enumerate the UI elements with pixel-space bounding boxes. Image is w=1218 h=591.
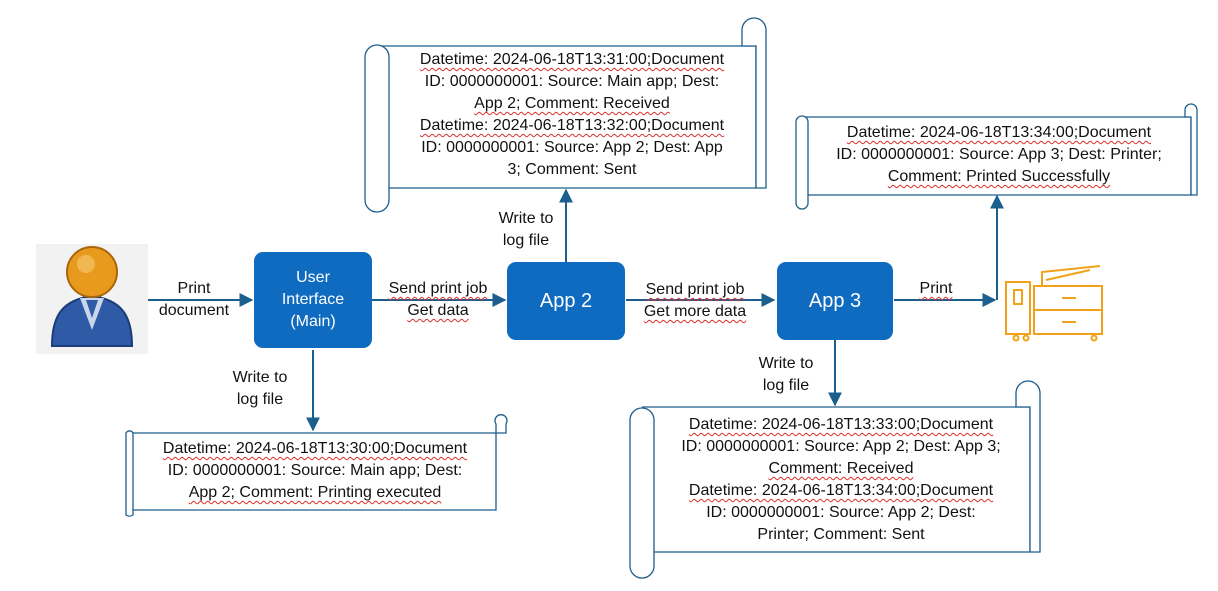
user-icon [36, 244, 148, 354]
node-main-line-3: (Main) [290, 313, 336, 330]
log-printer-line-3: Comment: Printed Successfully [887, 168, 1111, 185]
log-app2-line-3: App 2; Comment: Received [474, 95, 670, 112]
log-printer-line-2: ID: 0000000001: Source: App 3; Dest: Pri… [836, 146, 1162, 163]
edge-label-write-log-main-line-2: log file [236, 391, 284, 408]
edge-label-app2-to-app3-line-2: Get more data [643, 303, 747, 320]
edge-label-write-log-main: Write to log file [216, 367, 304, 411]
log-scroll-app3 [629, 380, 1041, 579]
edge-label-write-log-app3: Write to log file [742, 353, 830, 397]
log-text-printer: Datetime: 2024-06-18T13:34:00;Document I… [809, 122, 1189, 188]
log-app3-line-3: Comment: Received [768, 460, 914, 477]
log-printer-line-1: Datetime: 2024-06-18T13:34:00;Document [846, 124, 1152, 141]
connectors [148, 188, 1004, 432]
edge-label-main-to-app2-line-1: Send print job [388, 280, 488, 297]
log-app2-line-6: 3; Comment: Sent [507, 161, 637, 178]
log-app3-line-2: ID: 0000000001: Source: App 2; Dest: App… [681, 438, 1001, 455]
log-main-line-3: App 2; Comment: Printing executed [188, 484, 442, 501]
edge-label-write-log-app3-line-1: Write to [758, 355, 814, 372]
edge-label-write-log-app2: Write to log file [482, 208, 570, 252]
log-text-app2: Datetime: 2024-06-18T13:31:00;Document I… [390, 49, 754, 181]
log-text-main: Datetime: 2024-06-18T13:30:00;Document I… [136, 438, 494, 504]
log-scroll-printer [795, 103, 1198, 210]
log-app3-line-1: Datetime: 2024-06-18T13:33:00;Document [688, 416, 994, 433]
node-app2-label: App 2 [539, 289, 593, 312]
node-app3-label: App 3 [808, 289, 862, 312]
log-app2-line-1: Datetime: 2024-06-18T13:31:00;Document [419, 51, 725, 68]
log-main-line-1: Datetime: 2024-06-18T13:30:00;Document [162, 440, 468, 457]
edge-label-write-log-app3-line-2: log file [762, 377, 810, 394]
edge-label-print-text: Print [919, 280, 953, 297]
edge-label-main-to-app2-line-2: Get data [407, 302, 469, 319]
printer-icon [1005, 265, 1103, 342]
edge-label-main-to-app2: Send print job Get data [374, 278, 502, 322]
log-scroll-app2 [364, 17, 767, 213]
edge-label-print: Print [908, 278, 964, 300]
log-app2-line-2: ID: 0000000001: Source: Main app; Dest: [424, 73, 720, 90]
log-app3-line-6: Printer; Comment: Sent [757, 526, 925, 543]
edge-label-write-log-app2-line-2: log file [502, 232, 550, 249]
node-app3: App 3 [777, 262, 893, 340]
edge-label-print-document: Print document [146, 278, 242, 322]
log-app2-line-5: ID: 0000000001: Source: App 2; Dest: App [421, 139, 723, 156]
log-app3-line-5: ID: 0000000001: Source: App 2; Dest: [706, 504, 976, 521]
edge-label-print-document-line-1: Print [177, 280, 211, 297]
edge-label-print-document-line-2: document [158, 302, 230, 319]
node-main-line-1: User [296, 269, 330, 286]
log-main-line-2: ID: 0000000001: Source: Main app; Dest: [167, 462, 463, 479]
log-app2-line-4: Datetime: 2024-06-18T13:32:00;Document [419, 117, 725, 134]
node-main-user-interface: User Interface (Main) [254, 252, 372, 348]
log-text-app3: Datetime: 2024-06-18T13:33:00;Document I… [654, 414, 1028, 546]
node-app2: App 2 [507, 262, 625, 340]
edge-label-write-log-main-line-1: Write to [232, 369, 288, 386]
edge-label-app2-to-app3: Send print job Get more data [628, 279, 762, 323]
node-main-line-2: Interface [281, 291, 345, 308]
log-scroll-main [125, 414, 508, 517]
log-app3-line-4: Datetime: 2024-06-18T13:34:00;Document [688, 482, 994, 499]
edge-label-app2-to-app3-line-1: Send print job [645, 281, 745, 298]
edge-label-write-log-app2-line-1: Write to [498, 210, 554, 227]
